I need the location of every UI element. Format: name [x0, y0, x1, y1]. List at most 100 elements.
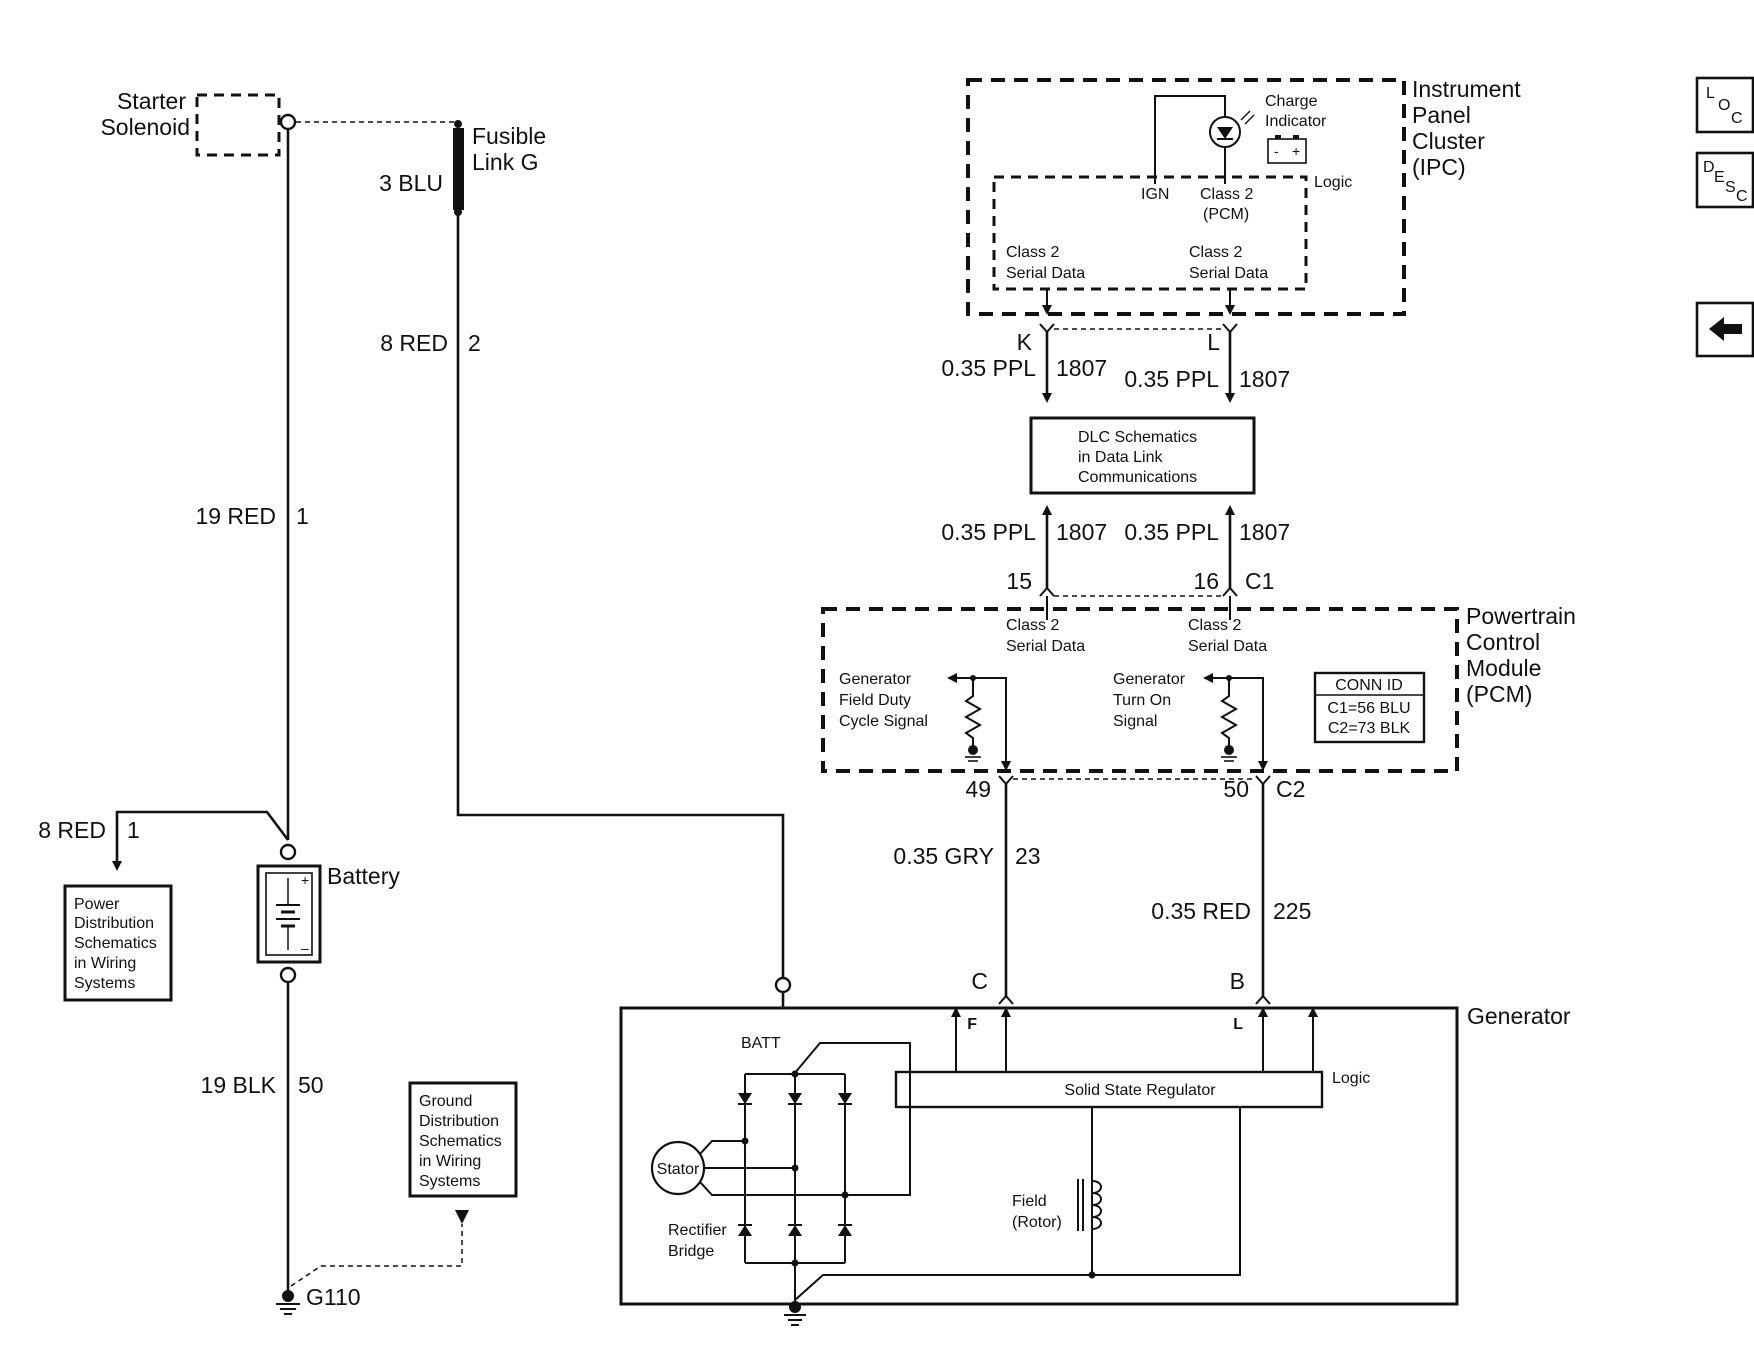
- pcm-serial-right-2: Serial Data: [1188, 638, 1267, 655]
- ground-dist-line-3: Schematics: [419, 1133, 502, 1150]
- rectifier-label-1: Rectifier: [668, 1222, 727, 1239]
- starter-label-1: Starter: [117, 88, 186, 114]
- ground-distribution-box[interactable]: Ground Distribution Schematics in Wiring…: [408, 1081, 518, 1198]
- gen-turnon-label-1: Generator: [1113, 671, 1186, 688]
- l-ckt-label: 1807: [1239, 366, 1290, 392]
- dlc-line-2: in Data Link: [1078, 449, 1163, 466]
- k-wire-label: 0.35 PPL: [941, 355, 1036, 381]
- ipc-serial-right-2: Serial Data: [1189, 265, 1268, 282]
- dlc-line-3: Communications: [1078, 469, 1197, 486]
- pcm-dlc-connectors: 0.35 PPL 1807 0.35 PPL 1807 15 16 C1: [941, 505, 1290, 620]
- ipc-connectors: K L 0.35 PPL 1807 0.35 PPL 1807: [941, 289, 1290, 403]
- ipc-serial-left-1: Class 2: [1006, 244, 1059, 261]
- pcm-pin-50: 50: [1223, 776, 1249, 802]
- instrument-panel-cluster: Instrument Panel Cluster (IPC) Charge In…: [966, 76, 1521, 316]
- fusible-wire-label: 3 BLU: [379, 170, 443, 196]
- gen-turnon-label-2: Turn On: [1113, 692, 1171, 709]
- pcm-serial-left-2: Serial Data: [1006, 638, 1085, 655]
- wire-8-red-power: [112, 810, 290, 871]
- ground-dist-line-4: in Wiring: [419, 1153, 481, 1170]
- regulator-label: Solid State Regulator: [1064, 1082, 1216, 1099]
- fusible-link-g: Fusible Link G 3 BLU: [379, 120, 546, 210]
- ipc-serial-left-2: Serial Data: [1006, 265, 1085, 282]
- gen-pin-b: B: [1230, 968, 1245, 994]
- pcm-title-1: Powertrain: [1466, 603, 1576, 629]
- red-ckt-label: 225: [1273, 898, 1311, 924]
- pcm-pin-49: 49: [965, 776, 991, 802]
- desc-letter-3: S: [1725, 179, 1736, 196]
- charge-indicator-label-2: Indicator: [1265, 113, 1327, 130]
- p15-wire-label: 0.35 PPL: [941, 519, 1036, 545]
- field-label-1: Field: [1012, 1193, 1047, 1210]
- wire-8-red-power-num: 1: [127, 817, 140, 843]
- desc-button[interactable]: D E S C: [1695, 151, 1754, 209]
- conn-id-c2: C2=73 BLK: [1328, 720, 1411, 737]
- gry-ckt-label: 23: [1015, 843, 1041, 869]
- power-dist-line-1: Power: [74, 896, 120, 913]
- loc-letter-2: O: [1718, 97, 1730, 114]
- back-button[interactable]: [1695, 301, 1754, 358]
- battery-icon: [1267, 138, 1307, 164]
- pcm-title-3: Module: [1466, 655, 1541, 681]
- gen-l-label: L: [1233, 1016, 1243, 1033]
- k-ckt-label: 1807: [1056, 355, 1107, 381]
- generator-title: Generator: [1467, 1003, 1571, 1029]
- conn-id-box: [1313, 671, 1426, 744]
- ipc-serial-right-1: Class 2: [1189, 244, 1242, 261]
- svg-text:+: +: [1292, 143, 1300, 159]
- pcm-conn-c1: C1: [1245, 568, 1274, 594]
- wire-19-red-label: 19 RED: [195, 503, 276, 529]
- svg-text:-: -: [1274, 143, 1279, 159]
- fusible-label-1: Fusible: [472, 123, 546, 149]
- p15-ckt-label: 1807: [1056, 519, 1107, 545]
- ipc-class2-pcm-2: (PCM): [1203, 206, 1249, 223]
- conn-id-c1: C1=56 BLU: [1327, 700, 1410, 717]
- ipc-title-3: Cluster: [1412, 128, 1485, 154]
- gry-wire-label: 0.35 GRY: [893, 843, 994, 869]
- p16-ckt-label: 1807: [1239, 519, 1290, 545]
- stator-label: Stator: [657, 1161, 700, 1178]
- ground-dist-line-2: Distribution: [419, 1113, 499, 1130]
- battery: + – Battery: [256, 843, 400, 984]
- starter-label-2: Solenoid: [100, 114, 190, 140]
- pcm-serial-left-1: Class 2: [1006, 617, 1059, 634]
- gen-field-label-3: Cycle Signal: [839, 713, 928, 730]
- loc-letter-3: C: [1731, 110, 1743, 127]
- field-label-2: (Rotor): [1012, 1214, 1062, 1231]
- power-dist-line-5: Systems: [74, 975, 135, 992]
- loc-button[interactable]: L O C: [1695, 76, 1754, 134]
- desc-letter-4: C: [1736, 188, 1748, 205]
- ipc-ign-label: IGN: [1141, 186, 1169, 203]
- power-distribution-box[interactable]: Power Distribution Schematics in Wiring …: [63, 884, 173, 1002]
- dlc-box[interactable]: DLC Schematics in Data Link Communicatio…: [1029, 416, 1256, 495]
- desc-letter-2: E: [1714, 169, 1725, 186]
- power-dist-line-4: in Wiring: [74, 955, 136, 972]
- loc-letter-1: L: [1706, 85, 1715, 102]
- l-wire-label: 0.35 PPL: [1124, 366, 1219, 392]
- ipc-title-4: (IPC): [1412, 154, 1466, 180]
- ipc-class2-pcm-1: Class 2: [1200, 186, 1253, 203]
- pcm-generator-connectors: 49 50 C2 0.35 GRY 23 0.35 RED 225 C B: [893, 761, 1311, 1005]
- powertrain-control-module: Powertrain Control Module (PCM) Class 2 …: [821, 603, 1576, 773]
- dlc-line-1: DLC Schematics: [1078, 429, 1197, 446]
- ipc-logic-label: Logic: [1314, 174, 1352, 191]
- ground-dist-line-1: Ground: [419, 1093, 472, 1110]
- ipc-title-1: Instrument: [1412, 76, 1521, 102]
- power-dist-line-2: Distribution: [74, 915, 154, 932]
- pcm-pin-15: 15: [1006, 568, 1032, 594]
- wire-8-red: [456, 212, 785, 980]
- ipc-pin-l: L: [1207, 329, 1220, 355]
- generator: Generator F L Logic Solid State Regulato…: [619, 992, 1571, 1326]
- pcm-conn-c2: C2: [1276, 776, 1305, 802]
- gen-field-label-1: Generator: [839, 671, 912, 688]
- gen-turnon-label-3: Signal: [1113, 713, 1157, 730]
- pcm-serial-right-1: Class 2: [1188, 617, 1241, 634]
- ground-dist-link: [290, 1224, 463, 1287]
- battery-plus: +: [301, 872, 309, 888]
- charge-indicator-label-1: Charge: [1265, 93, 1318, 110]
- wire-8-red-num: 2: [468, 330, 481, 356]
- power-dist-line-3: Schematics: [74, 935, 157, 952]
- ipc-pin-k: K: [1017, 329, 1033, 355]
- rectifier-label-2: Bridge: [668, 1243, 714, 1260]
